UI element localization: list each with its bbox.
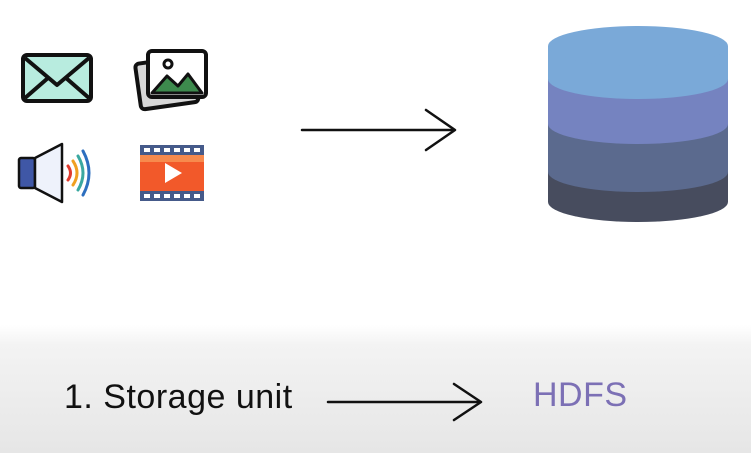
speaker-icon <box>16 140 96 206</box>
image-icon <box>133 48 212 112</box>
top-arrow <box>300 106 460 154</box>
database-icon <box>546 24 730 226</box>
video-icon <box>140 145 204 201</box>
hdfs-label: HDFS <box>533 376 628 414</box>
email-icon <box>20 52 94 104</box>
storage-unit-label: 1. Storage unit <box>64 378 293 416</box>
caption-arrow <box>326 380 486 424</box>
